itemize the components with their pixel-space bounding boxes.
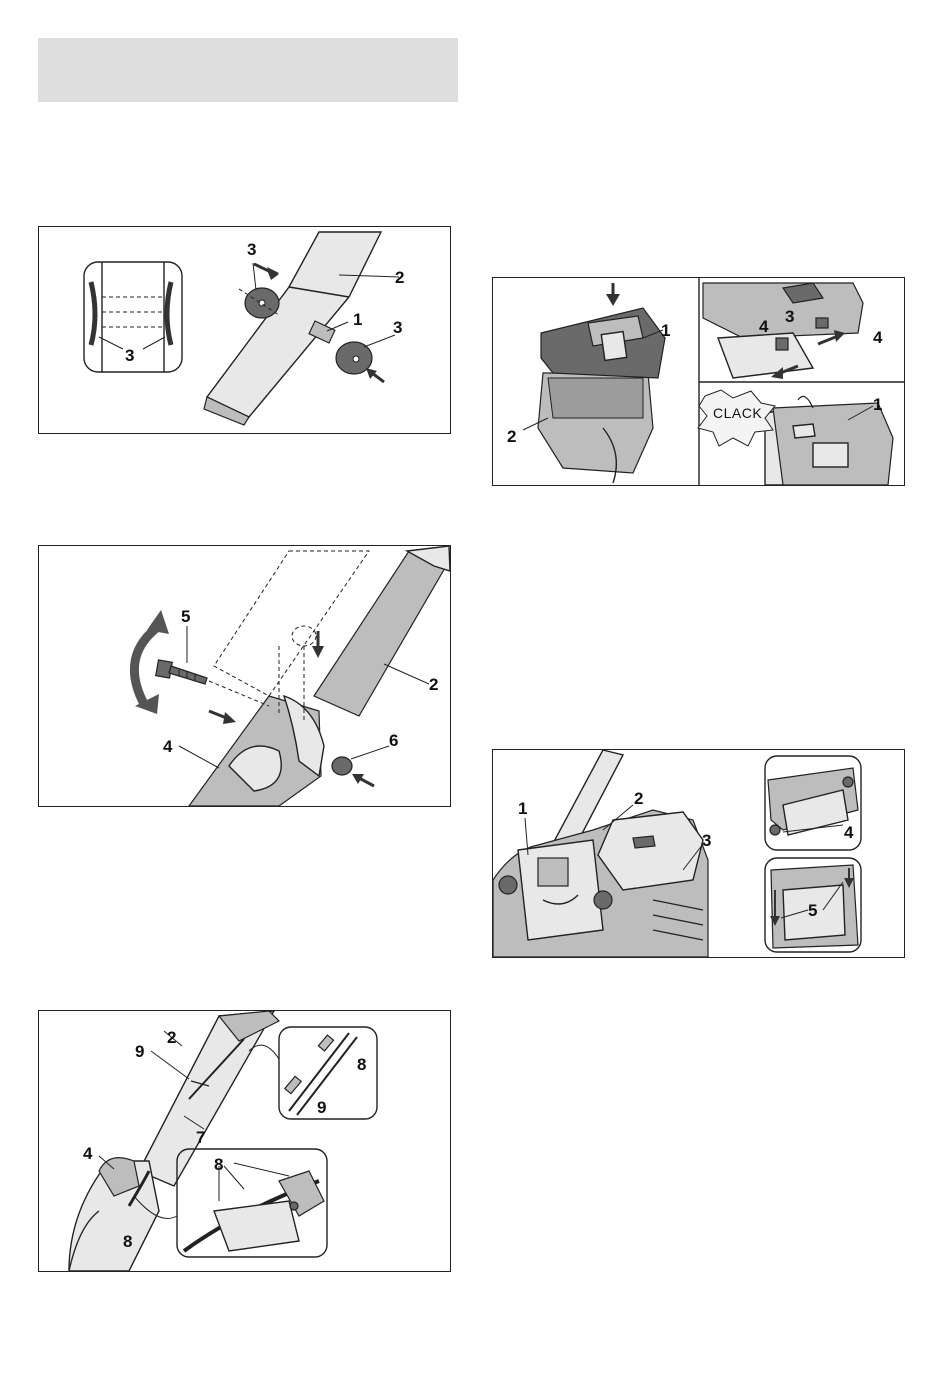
callout-number: 1 [518, 800, 527, 817]
callout-number: 8 [123, 1233, 132, 1250]
figure-handle-washers: 3 3 2 1 3 [38, 226, 451, 434]
clack-sound-label: CLACK [713, 405, 762, 421]
callout-number: 1 [873, 396, 882, 413]
callout-number: 5 [181, 608, 190, 625]
callout-number: 1 [353, 311, 362, 328]
callout-number: 2 [634, 790, 643, 807]
callout-number: 4 [873, 329, 882, 346]
callout-number: 2 [507, 428, 516, 445]
callout-number: 3 [247, 241, 256, 258]
figure-grass-box-fitting: 1 2 4 3 4 1 CLACK [492, 277, 905, 486]
figure-bolt-assembly: 5 2 4 6 [38, 545, 451, 807]
handle-washers-illustration [39, 227, 450, 433]
grass-box-fitting-illustration [493, 278, 904, 485]
callout-number: 2 [395, 269, 404, 286]
callout-number: 4 [163, 738, 172, 755]
callout-number: 4 [759, 318, 768, 335]
section-header-band [38, 38, 458, 102]
callout-number: 7 [196, 1129, 205, 1146]
callout-number: 5 [808, 902, 817, 919]
callout-number: 3 [393, 319, 402, 336]
callout-number: 3 [785, 308, 794, 325]
callout-number: 6 [389, 732, 398, 749]
callout-number: 2 [167, 1029, 176, 1046]
callout-number: 3 [702, 832, 711, 849]
figure-cable-routing: 2 9 7 4 8 8 8 9 [38, 1010, 451, 1272]
callout-number: 8 [357, 1056, 366, 1073]
bolt-assembly-illustration [39, 546, 450, 806]
callout-number: 4 [844, 824, 853, 841]
callout-number: 1 [661, 322, 670, 339]
callout-number: 4 [83, 1145, 92, 1162]
callout-number: 2 [429, 676, 438, 693]
figure-grass-box-attach: 1 2 3 4 5 [492, 749, 905, 958]
cable-routing-illustration [39, 1011, 450, 1271]
callout-number: 8 [214, 1156, 223, 1173]
grass-box-attach-illustration [493, 750, 904, 957]
callout-number: 9 [317, 1099, 326, 1116]
callout-number: 9 [135, 1043, 144, 1060]
callout-number: 3 [125, 347, 134, 364]
